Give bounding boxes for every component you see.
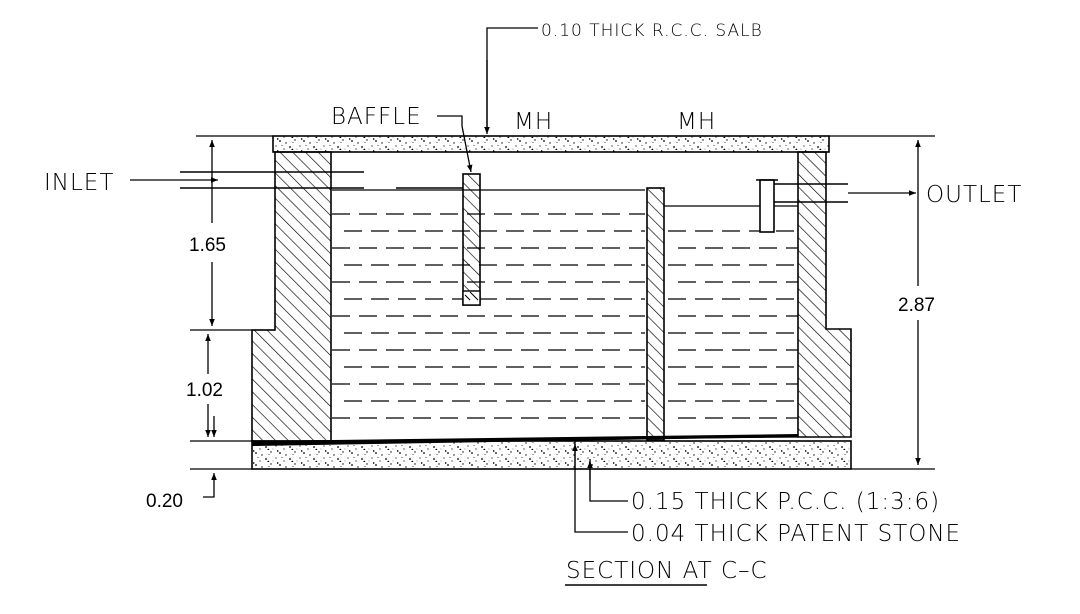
- right-wall: [797, 151, 852, 438]
- right-dimension: [829, 135, 935, 470]
- dim-lower-height: 1.02: [186, 380, 223, 401]
- dim-upper-height: 1.65: [189, 235, 226, 256]
- baffle-wall: [462, 173, 481, 306]
- inlet-pipe: [180, 171, 463, 189]
- partition-wall: [646, 187, 665, 441]
- baffle-label: BAFFLE: [331, 104, 422, 130]
- water-level-left: [332, 189, 645, 419]
- manhole-left-label: MH: [514, 109, 553, 135]
- patent-stone-note: 0.04 THICK PATENT STONE: [631, 521, 961, 547]
- slab-note: 0.10 THICK R.C.C. SALB: [541, 21, 763, 41]
- inlet-label: INLET: [44, 170, 114, 196]
- left-wall: [251, 151, 332, 442]
- left-dimensions: [190, 135, 275, 498]
- pcc-base: [251, 440, 852, 470]
- water-level-right: [664, 205, 798, 419]
- section-title: SECTION AT C–C: [566, 558, 768, 584]
- dim-base-thickness: 0.20: [146, 491, 183, 512]
- dim-overall-height: 2.87: [898, 295, 935, 316]
- outlet-tee-pipe: [756, 179, 848, 233]
- outlet-label: OUTLET: [926, 182, 1022, 208]
- manhole-right-label: MH: [677, 109, 716, 135]
- rcc-top-slab: [272, 135, 830, 153]
- pcc-note: 0.15 THICK P.C.C. (1:3:6): [631, 489, 940, 515]
